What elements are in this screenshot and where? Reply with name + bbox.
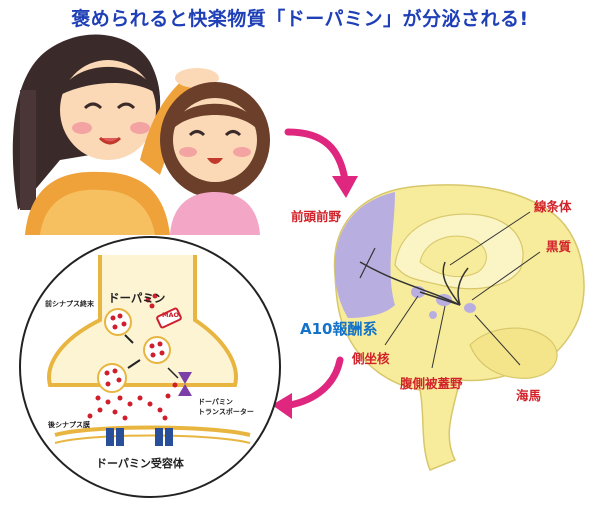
striatum-label: 線条体 [534,199,572,214]
dopamine-label: ドーパミン [108,291,166,305]
mother-and-child-illustration [12,34,270,235]
brain-diagram [333,184,585,471]
hippocampus-label: 海馬 [516,388,542,403]
substantia-nigra-label: 黒質 [546,239,572,254]
transporter-label-line1: ドーパミン [198,398,233,406]
dopamine-receptor-label: ドーパミン受容体 [96,457,184,470]
a10-reward-system-label: A10報酬系 [300,320,378,338]
ventral-tegmental-area-label: 腹側被蓋野 [400,376,463,391]
page-title: 褒められると快楽物質「ドーパミン」が分泌される! [71,8,529,30]
mao-label: MAO [162,311,180,319]
arrow-to-synapse [272,356,344,419]
postsynaptic-membrane-label: 後シナプス膜 [48,421,90,429]
arrow-to-brain [284,128,358,198]
frontal-cortex-label: 前頭前野 [291,209,342,224]
transporter-label-line2: トランスポーター [198,408,254,416]
nucleus-accumbens-label: 側坐核 [352,351,390,366]
presynaptic-terminal-label: 前シナプス終末 [45,300,94,308]
synapse-diagram [19,236,281,498]
